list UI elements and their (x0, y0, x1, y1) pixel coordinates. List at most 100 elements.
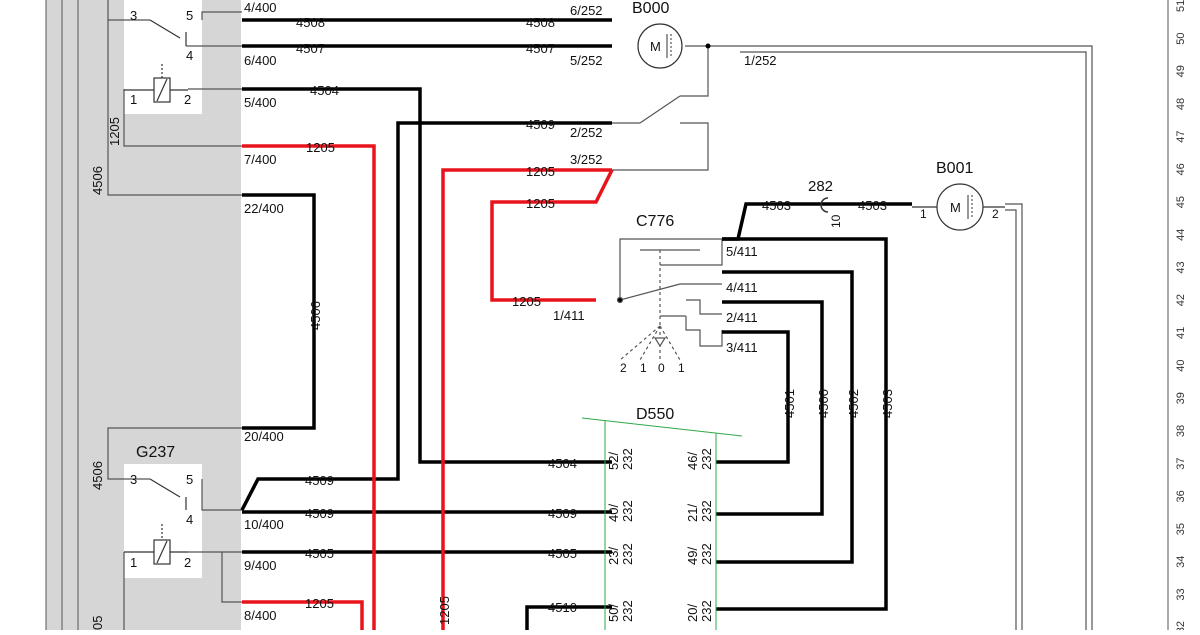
wire-label: 5/400 (244, 95, 277, 110)
ruler-number: 33 (1175, 588, 1187, 600)
junction-dot (705, 43, 711, 49)
wire-label: 4503 (858, 198, 887, 213)
ruler-number: 41 (1175, 327, 1187, 339)
module-d550-label: D550 (636, 406, 674, 423)
wire-1205-c (441, 168, 612, 630)
relay-top-contact (149, 19, 181, 39)
ruler-number: 42 (1175, 294, 1187, 306)
wire-label: 1205 (526, 164, 555, 179)
pin-label: 46/ (685, 452, 700, 470)
wire-label: 05 (90, 616, 105, 630)
relay-pin: 2 (184, 92, 191, 107)
wire-c776-left (619, 238, 722, 300)
wire-label: 8/400 (244, 608, 277, 623)
connector-282-symbol (820, 197, 829, 213)
ruler-number: 40 (1175, 359, 1187, 371)
switch-c776-label: C776 (636, 213, 674, 230)
module-d550 (581, 417, 743, 630)
wire-label: 4503 (762, 198, 791, 213)
switch-blade (639, 95, 681, 124)
pin-label: 52/ (606, 452, 621, 470)
wire-label: 4/411 (726, 280, 758, 295)
module-d550-top-edge (581, 417, 743, 437)
relay-g237-contact (149, 478, 181, 498)
wire-4500 (716, 300, 824, 516)
relay-g237-label: G237 (136, 444, 175, 461)
ruler-number: 38 (1175, 425, 1187, 437)
relay-top-coil-mark (156, 78, 168, 102)
black-wires (240, 18, 912, 630)
wire-b001-right2 (1005, 209, 1017, 630)
pin-label: 20/ (685, 604, 700, 622)
wire-relay-top-5 (201, 11, 242, 20)
relay-pin: 1 (130, 92, 137, 107)
wire-label: 2/411 (726, 310, 758, 325)
thin-wires (107, 0, 1093, 630)
wire-label: 3/411 (726, 340, 758, 355)
wire-label: 1/252 (744, 53, 777, 68)
wire-1205-d (490, 169, 614, 302)
switch-c776-pos-label: 1 (678, 361, 685, 375)
wire-label: 10/400 (244, 517, 284, 532)
motor-b000-symbol: M (650, 39, 661, 54)
wire-b001-right (1005, 203, 1023, 630)
wire-label: 4508 (526, 15, 555, 30)
pin-label: 232 (620, 448, 635, 470)
relay-top (124, 19, 188, 103)
switch-c776-pos (619, 325, 661, 361)
wire-label: 4505 (305, 546, 334, 561)
relay-pin: 3 (130, 472, 137, 487)
relay-pin: 5 (186, 8, 193, 23)
wire-label: 4507 (296, 41, 325, 56)
wire-label: 4506 (308, 301, 323, 330)
relay-pin: 1 (130, 555, 137, 570)
ruler-number: 45 (1175, 196, 1187, 208)
switch-c776-pos-label: 0 (658, 361, 665, 375)
pin-label: 232 (620, 543, 635, 565)
ruler-number: 49 (1175, 65, 1187, 77)
wire-4509-upper (240, 121, 612, 511)
relay-pin: 5 (186, 472, 193, 487)
wire-c776-2 (686, 299, 722, 315)
ruler-number: 34 (1175, 556, 1187, 568)
relay-pin: 2 (184, 555, 191, 570)
wire-4506-bottom (107, 427, 242, 480)
wire-label: 4504 (310, 83, 339, 98)
pin-label: 232 (699, 448, 714, 470)
wire-label: 4/400 (244, 0, 277, 15)
wire-c776-3 (685, 316, 723, 347)
ruler-number: 44 (1175, 229, 1187, 241)
ruler-number: 48 (1175, 98, 1187, 110)
pin-label: 23/ (606, 547, 621, 565)
connector-282-pin: 10 (829, 214, 843, 228)
wire-4506-top (107, 20, 242, 196)
wire-label: 1205 (526, 196, 555, 211)
wire-label: 1205 (305, 596, 334, 611)
ruler-number: 51 (1175, 0, 1187, 12)
wire-4504 (242, 87, 612, 464)
wire-4501 (716, 330, 790, 464)
wire-label: 1205 (437, 596, 452, 625)
wire-b000-right (685, 45, 1093, 630)
pin-label: 21/ (685, 504, 700, 522)
wire-label: 9/400 (244, 558, 277, 573)
wire-label: 4510 (548, 600, 577, 615)
ruler-number: 47 (1175, 131, 1187, 143)
wire-label: 4505 (548, 546, 577, 561)
switch-c776-blade (619, 283, 681, 301)
ruler-number: 35 (1175, 523, 1187, 535)
wire-label: 1205 (512, 294, 541, 309)
wire-switch-252 (612, 122, 709, 171)
wire-label: 1205 (306, 140, 335, 155)
wire-1205-a (242, 144, 376, 630)
relay-switch-b000 (612, 95, 681, 124)
labels: 4/400 4508 4507 6/400 4504 5/400 1205 7/… (90, 0, 999, 630)
switch-c776-pos (639, 325, 661, 361)
motor-b000 (637, 23, 711, 69)
wire-label: 2/252 (570, 125, 603, 140)
wire-label: 4509 (526, 117, 555, 132)
motor-b001-symbol: M (950, 200, 961, 215)
motor-b001 (912, 183, 1005, 231)
pin-label: 232 (699, 600, 714, 622)
